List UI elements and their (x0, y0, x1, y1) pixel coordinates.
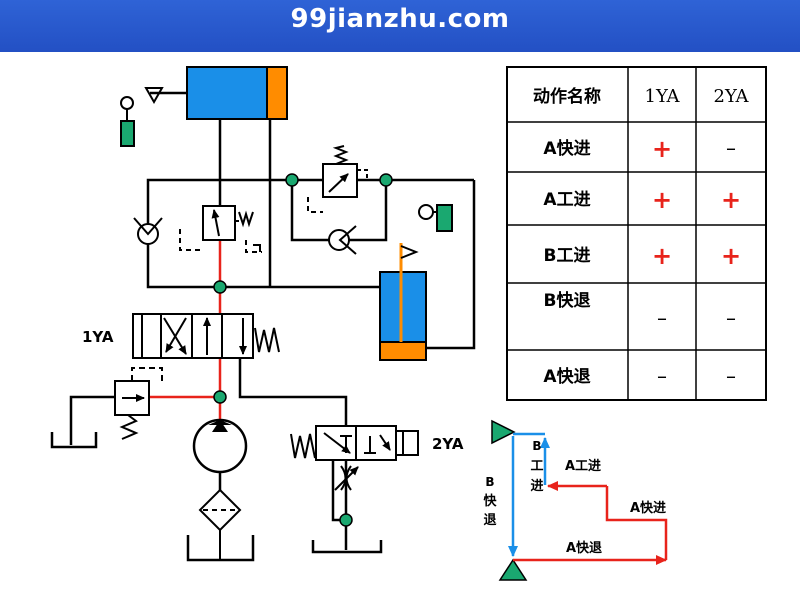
table-cell-2ya: – (726, 136, 736, 160)
relief-valve-left (114, 367, 163, 440)
seq-b-work-char: 工 (530, 459, 543, 474)
pressure-valve-top (307, 145, 368, 213)
seq-b-work-char: B (532, 439, 541, 453)
cylinder-a-stop (144, 87, 164, 105)
seq-a-work-label: A工进 (565, 459, 601, 474)
seq-b-return-char: B (485, 475, 494, 489)
table-header-2ya: 2YA (714, 86, 750, 107)
throttle-valve (334, 465, 359, 491)
seq-b-work-char: 进 (530, 479, 543, 494)
directional-valve-2ya (290, 425, 419, 461)
pressure-line (150, 240, 222, 420)
filter (198, 488, 242, 560)
table-cell-1ya: – (657, 306, 667, 330)
cylinder-b-stop (400, 245, 419, 259)
table-cell-1ya: + (652, 186, 672, 214)
cylinder-a (144, 66, 288, 120)
junctions (213, 173, 393, 527)
table-cell-1ya: + (652, 135, 672, 163)
table-cell-action: B工进 (544, 246, 591, 266)
cylinder-b (379, 243, 427, 361)
table-cell-2ya: + (721, 242, 741, 270)
directional-valve-1ya (132, 313, 280, 359)
seq-a-fast-return-label: A快退 (566, 540, 602, 556)
table-header-action: 动作名称 (533, 86, 601, 107)
label-1ya: 1YA (82, 328, 114, 346)
table-cell-action: A快退 (543, 366, 590, 387)
pressure-switch-b (418, 204, 453, 232)
check-valve-right (328, 225, 357, 255)
table-cell-2ya: – (726, 364, 736, 388)
table-cell-1ya: + (652, 242, 672, 270)
action-table: 动作名称 1YA 2YA A快进 + – A工进 + + B工进 + + B快退… (506, 66, 767, 401)
stop-marker-top (491, 419, 516, 445)
seq-a-fast-advance-label: A快进 (630, 500, 666, 516)
table-cell-action: A快进 (543, 138, 590, 159)
stop-marker-bottom (498, 558, 528, 581)
table-cell-action: A工进 (543, 190, 590, 210)
table-cell-1ya: – (657, 364, 667, 388)
sequence-valve-middle (179, 205, 262, 253)
site-title: 99jianzhu.com (290, 4, 510, 34)
table-cell-2ya: – (726, 306, 736, 330)
motion-sequence: B 工 进 B 快 退 A工进 A快进 A快退 (483, 419, 668, 581)
seq-b-return-char: 快 (483, 493, 497, 509)
table-cell-action: B快退 (544, 290, 591, 311)
pressure-switch-a (120, 96, 135, 147)
label-2ya: 2YA (432, 435, 464, 453)
table-cell-2ya: + (721, 186, 741, 214)
pump (192, 418, 248, 490)
check-valve-left (133, 217, 163, 245)
seq-b-return-char: 退 (483, 513, 496, 528)
table-header-1ya: 1YA (645, 86, 681, 107)
site-banner: 99jianzhu.com (0, 0, 800, 52)
